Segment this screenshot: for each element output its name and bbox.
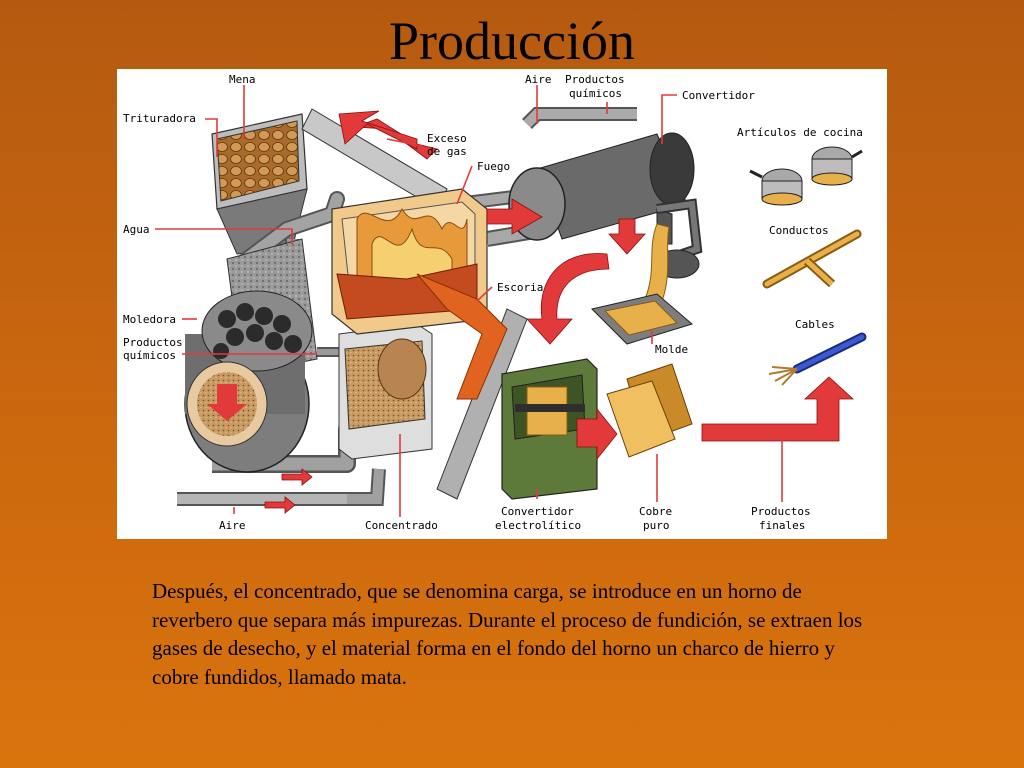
label-convertidor-electrolitico-1: Convertidor — [501, 505, 574, 518]
label-articulos-cocina: Artículos de cocina — [737, 126, 863, 139]
description-paragraph: Después, el concentrado, que se denomina… — [152, 579, 863, 689]
label-aire-bottom: Aire — [219, 519, 246, 532]
label-agua: Agua — [123, 223, 150, 236]
copper-pipes — [762, 229, 862, 289]
label-concentrado: Concentrado — [365, 519, 438, 532]
label-conductos: Conductos — [769, 224, 829, 237]
label-convertidor: Convertidor — [682, 89, 755, 102]
mold — [591, 293, 694, 345]
diagram-svg: Mena Trituradora Agua Moledora Productos… — [123, 73, 867, 532]
label-productos-quimicos-top-2: químicos — [569, 87, 622, 100]
label-productos-quimicos-left-1: Productos — [123, 336, 183, 349]
copper-production-diagram: Mena Trituradora Agua Moledora Productos… — [117, 69, 887, 539]
slag-flow — [416, 273, 508, 400]
converter — [508, 132, 703, 302]
cables — [768, 332, 867, 386]
label-convertidor-electrolitico-2: electrolítico — [495, 519, 581, 532]
concentrate-tank — [338, 323, 433, 460]
label-productos-finales-1: Productos — [751, 505, 811, 518]
label-aire-top: Aire — [525, 73, 552, 86]
label-cobre-puro-2: puro — [643, 519, 670, 532]
label-exceso-2: de gas — [427, 145, 467, 158]
label-cables: Cables — [795, 318, 835, 331]
label-mena: Mena — [229, 73, 256, 86]
process-arrows — [264, 110, 855, 514]
label-escoria: Escoria — [497, 281, 543, 294]
label-exceso-1: Exceso — [427, 132, 467, 145]
ball-mill — [184, 290, 313, 473]
label-fuego: Fuego — [477, 160, 510, 173]
label-molde: Molde — [655, 343, 688, 356]
label-productos-quimicos-top-1: Productos — [565, 73, 625, 86]
label-moledora: Moledora — [123, 313, 176, 326]
crusher — [211, 113, 308, 255]
label-trituradora: Trituradora — [123, 112, 196, 125]
label-cobre-puro-1: Cobre — [639, 505, 672, 518]
label-productos-quimicos-left-2: químicos — [123, 349, 176, 362]
cookware — [749, 146, 863, 206]
reverberatory-furnace — [331, 188, 488, 335]
leader-lines — [155, 85, 783, 517]
electrolytic-converter — [501, 358, 598, 500]
slide-title: Producción — [389, 11, 635, 71]
label-productos-finales-2: finales — [759, 519, 805, 532]
pure-copper — [606, 363, 693, 458]
